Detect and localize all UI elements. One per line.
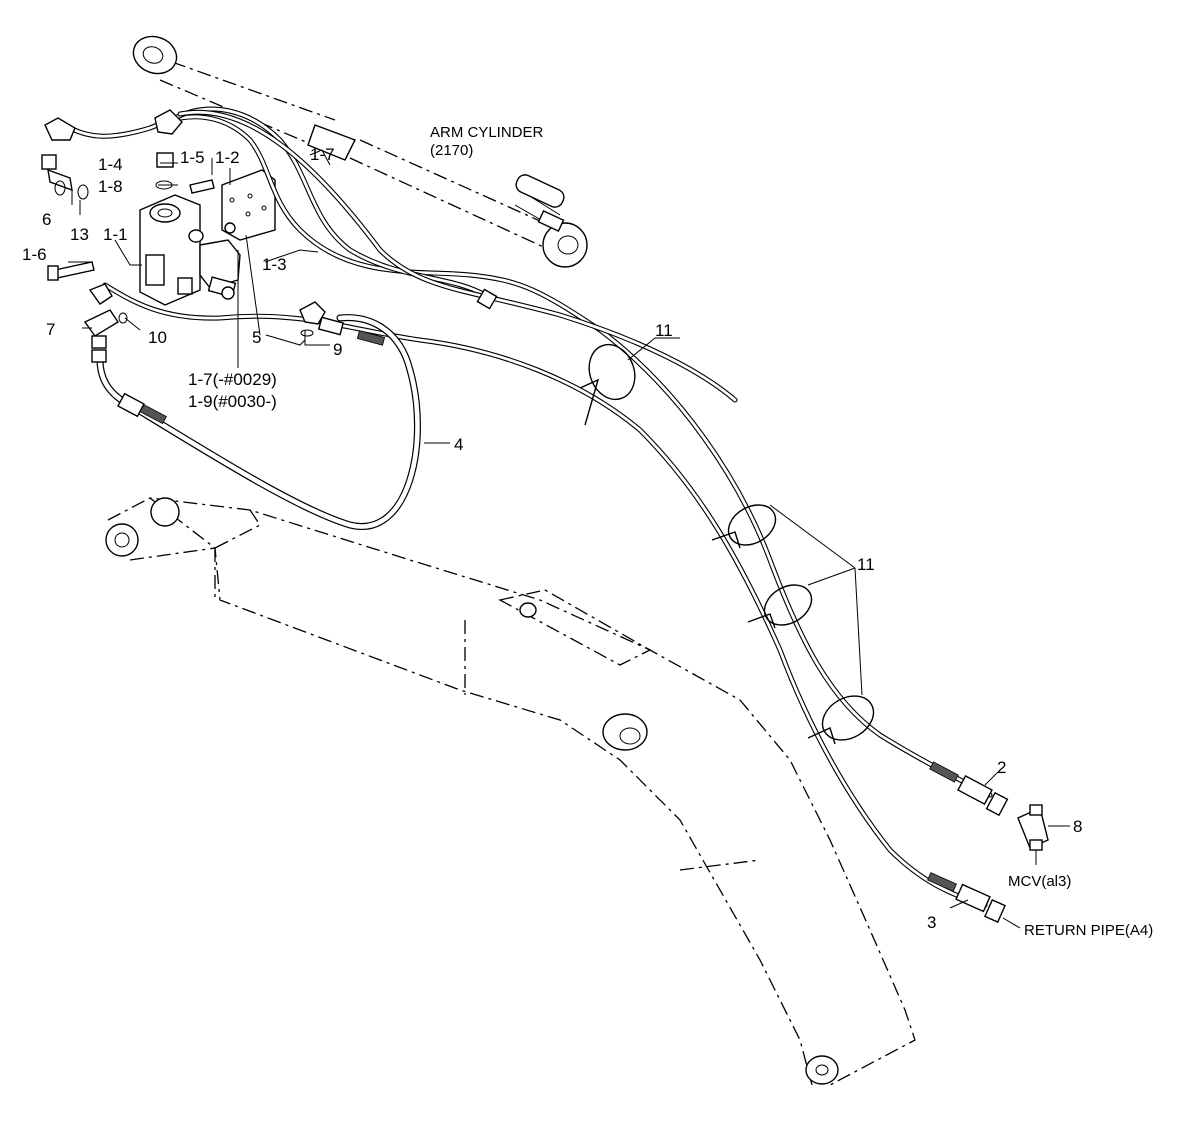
label-1-2: 1-2 — [215, 148, 240, 167]
label-9: 9 — [333, 340, 342, 359]
block-cover-plate — [221, 169, 276, 241]
label-1-5: 1-5 — [180, 148, 205, 167]
label-1-3: 1-3 — [262, 255, 287, 274]
label-6: 6 — [42, 210, 51, 229]
label-return-pipe: RETURN PIPE(A4) — [1024, 922, 1153, 939]
tee-fitting — [83, 309, 119, 337]
adapter-fitting — [156, 152, 174, 168]
label-mcv: MCV(al3) — [1008, 873, 1071, 890]
elbow-fitting — [44, 117, 76, 141]
hose-clamp — [727, 504, 777, 546]
hose-clamp — [821, 695, 875, 741]
label-1-6: 1-6 — [22, 245, 47, 264]
label-8: 8 — [1073, 817, 1082, 836]
label-13: 13 — [70, 225, 89, 244]
hose-clamp — [763, 584, 813, 626]
label-10: 10 — [148, 328, 167, 347]
hydraulic-pipes — [41, 106, 993, 908]
hose-ends — [927, 761, 1049, 923]
valve-block-assembly — [47, 152, 276, 306]
hose-clamps — [579, 343, 875, 745]
label-arm-cylinder-ref: (2170) — [430, 142, 473, 159]
boom-foot-pin — [105, 523, 139, 557]
label-4: 4 — [454, 435, 463, 454]
leader-lines — [68, 149, 1070, 929]
boom-tip-pin — [805, 1055, 839, 1085]
label-1-1: 1-1 — [103, 225, 128, 244]
socket-bolt — [54, 261, 95, 279]
arm-cylinder — [132, 35, 588, 268]
label-3: 3 — [927, 913, 936, 932]
label-arm-cylinder: ARM CYLINDER — [430, 124, 544, 141]
label-5: 5 — [252, 328, 261, 347]
boom-mid-pin — [602, 713, 648, 751]
hose-4 — [83, 283, 421, 530]
label-1-8: 1-8 — [98, 177, 123, 196]
boom-outline — [105, 497, 916, 1086]
label-1-9-serial: 1-9(#0030-) — [188, 392, 277, 411]
hose-clamp — [588, 343, 636, 401]
label-11-top: 11 — [655, 321, 673, 340]
label-11-mid: 11 — [857, 555, 875, 574]
callout-labels: ARM CYLINDER (2170) 1-4 1-8 1-5 1-2 1-7 … — [22, 124, 1153, 939]
label-1-4: 1-4 — [98, 155, 123, 174]
label-1-7-serial: 1-7(-#0029) — [188, 370, 277, 389]
label-7: 7 — [46, 320, 55, 339]
label-2: 2 — [997, 758, 1006, 777]
label-1-7-top: 1-7 — [310, 145, 335, 164]
